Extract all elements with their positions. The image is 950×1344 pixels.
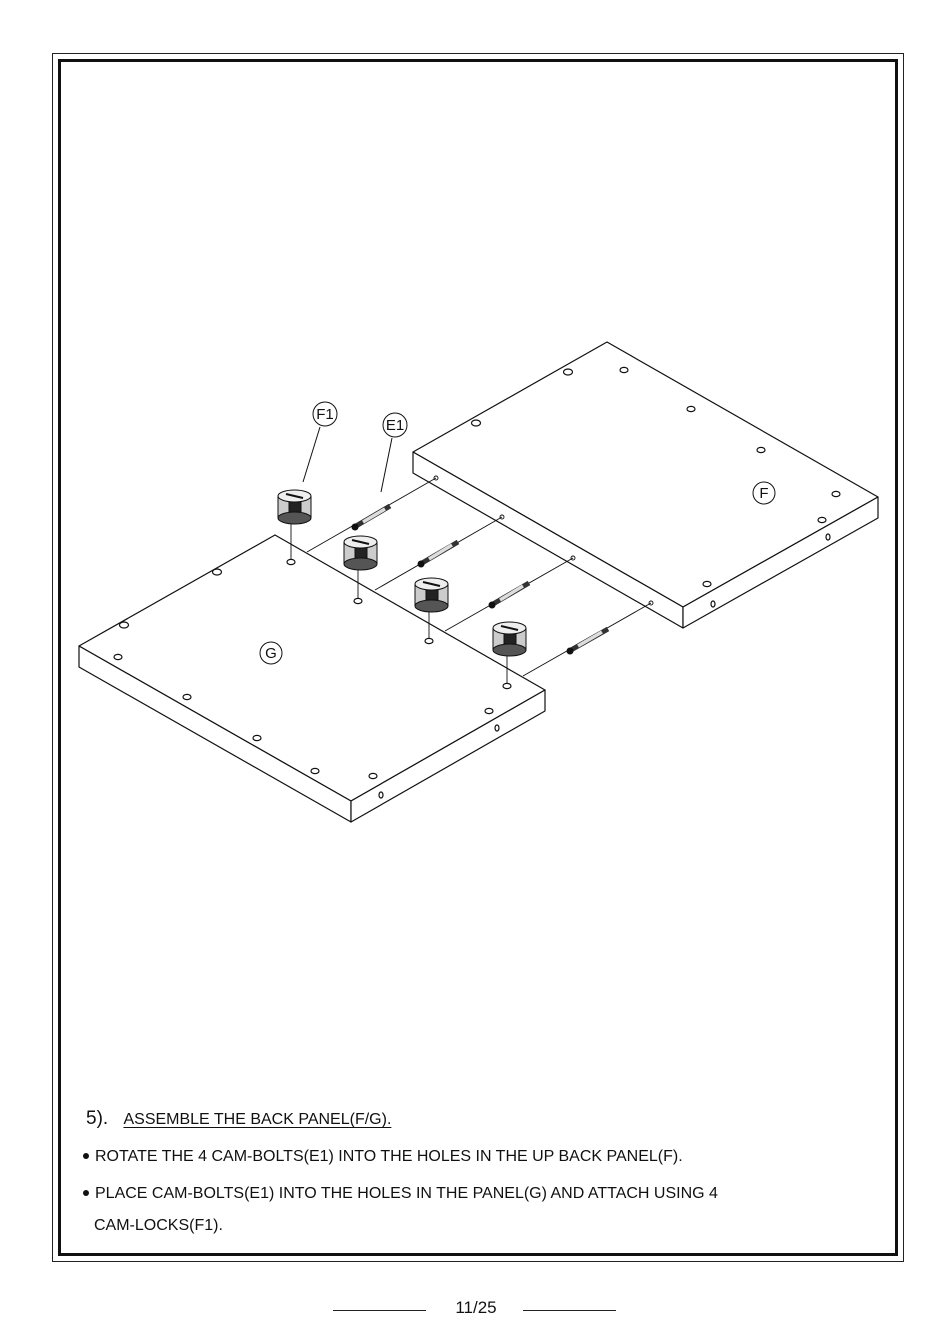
bullet-dot <box>83 1190 89 1196</box>
page-number: 11/25 <box>430 1298 522 1318</box>
cam-lock <box>415 578 448 612</box>
cam-lock <box>493 622 526 656</box>
cam-bolt <box>352 506 390 530</box>
label-g: G <box>265 645 277 662</box>
step-number: 5). <box>86 1108 108 1129</box>
step-title: ASSEMBLE THE BACK PANEL(F/G). <box>123 1111 391 1128</box>
instruction-2-text: PLACE CAM-BOLTS(E1) INTO THE HOLES IN TH… <box>95 1185 718 1202</box>
cam-lock <box>344 536 377 570</box>
instruction-1: ROTATE THE 4 CAM-BOLTS(E1) INTO THE HOLE… <box>80 1141 860 1173</box>
instruction-1-text: ROTATE THE 4 CAM-BOLTS(E1) INTO THE HOLE… <box>95 1148 683 1165</box>
label-e1: E1 <box>386 417 404 434</box>
footer-rule-right <box>523 1310 616 1311</box>
panel-g <box>79 535 545 822</box>
bullet-dot <box>83 1153 89 1159</box>
instruction-2: PLACE CAM-BOLTS(E1) INTO THE HOLES IN TH… <box>80 1178 860 1242</box>
cam-bolt <box>418 542 458 567</box>
cam-bolt <box>567 629 608 654</box>
cam-lock <box>278 490 311 524</box>
label-f: F <box>759 485 768 502</box>
instruction-2-continued: CAM-LOCKS(F1). <box>80 1210 860 1242</box>
panel-f <box>413 342 878 628</box>
step-heading: 5). ASSEMBLE THE BACK PANEL(F/G). <box>86 1108 391 1130</box>
cam-bolt <box>489 583 529 608</box>
label-f1: F1 <box>316 406 334 423</box>
footer-rule-left <box>333 1310 426 1311</box>
